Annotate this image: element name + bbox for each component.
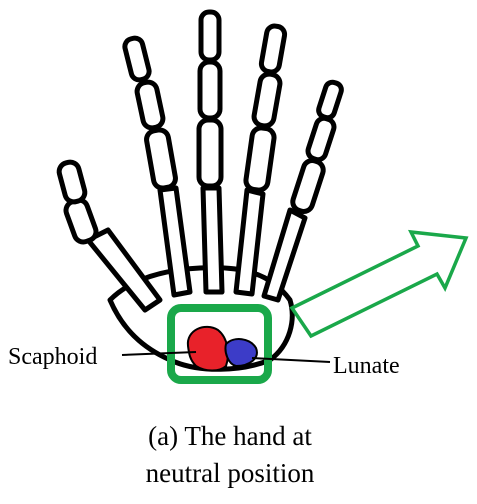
metacarpal-little xyxy=(264,210,305,300)
lunate-bone xyxy=(225,339,256,366)
direction-arrow-icon xyxy=(292,232,466,336)
little-finger-phalanges xyxy=(290,80,343,213)
middle-finger-phalanges xyxy=(199,12,221,186)
scaphoid-label: Scaphoid xyxy=(8,344,97,370)
caption-line-2: neutral position xyxy=(100,455,360,492)
figure-caption: (a) The hand at neutral position xyxy=(100,418,360,492)
ring-finger-phalanges xyxy=(245,25,286,191)
metacarpal-middle xyxy=(203,188,222,292)
scaphoid-bone xyxy=(188,327,228,371)
index-finger-phalanges xyxy=(123,36,177,189)
thumb-phalanges xyxy=(57,160,98,244)
lunate-label: Lunate xyxy=(333,353,400,379)
caption-line-1: (a) The hand at xyxy=(100,418,360,455)
